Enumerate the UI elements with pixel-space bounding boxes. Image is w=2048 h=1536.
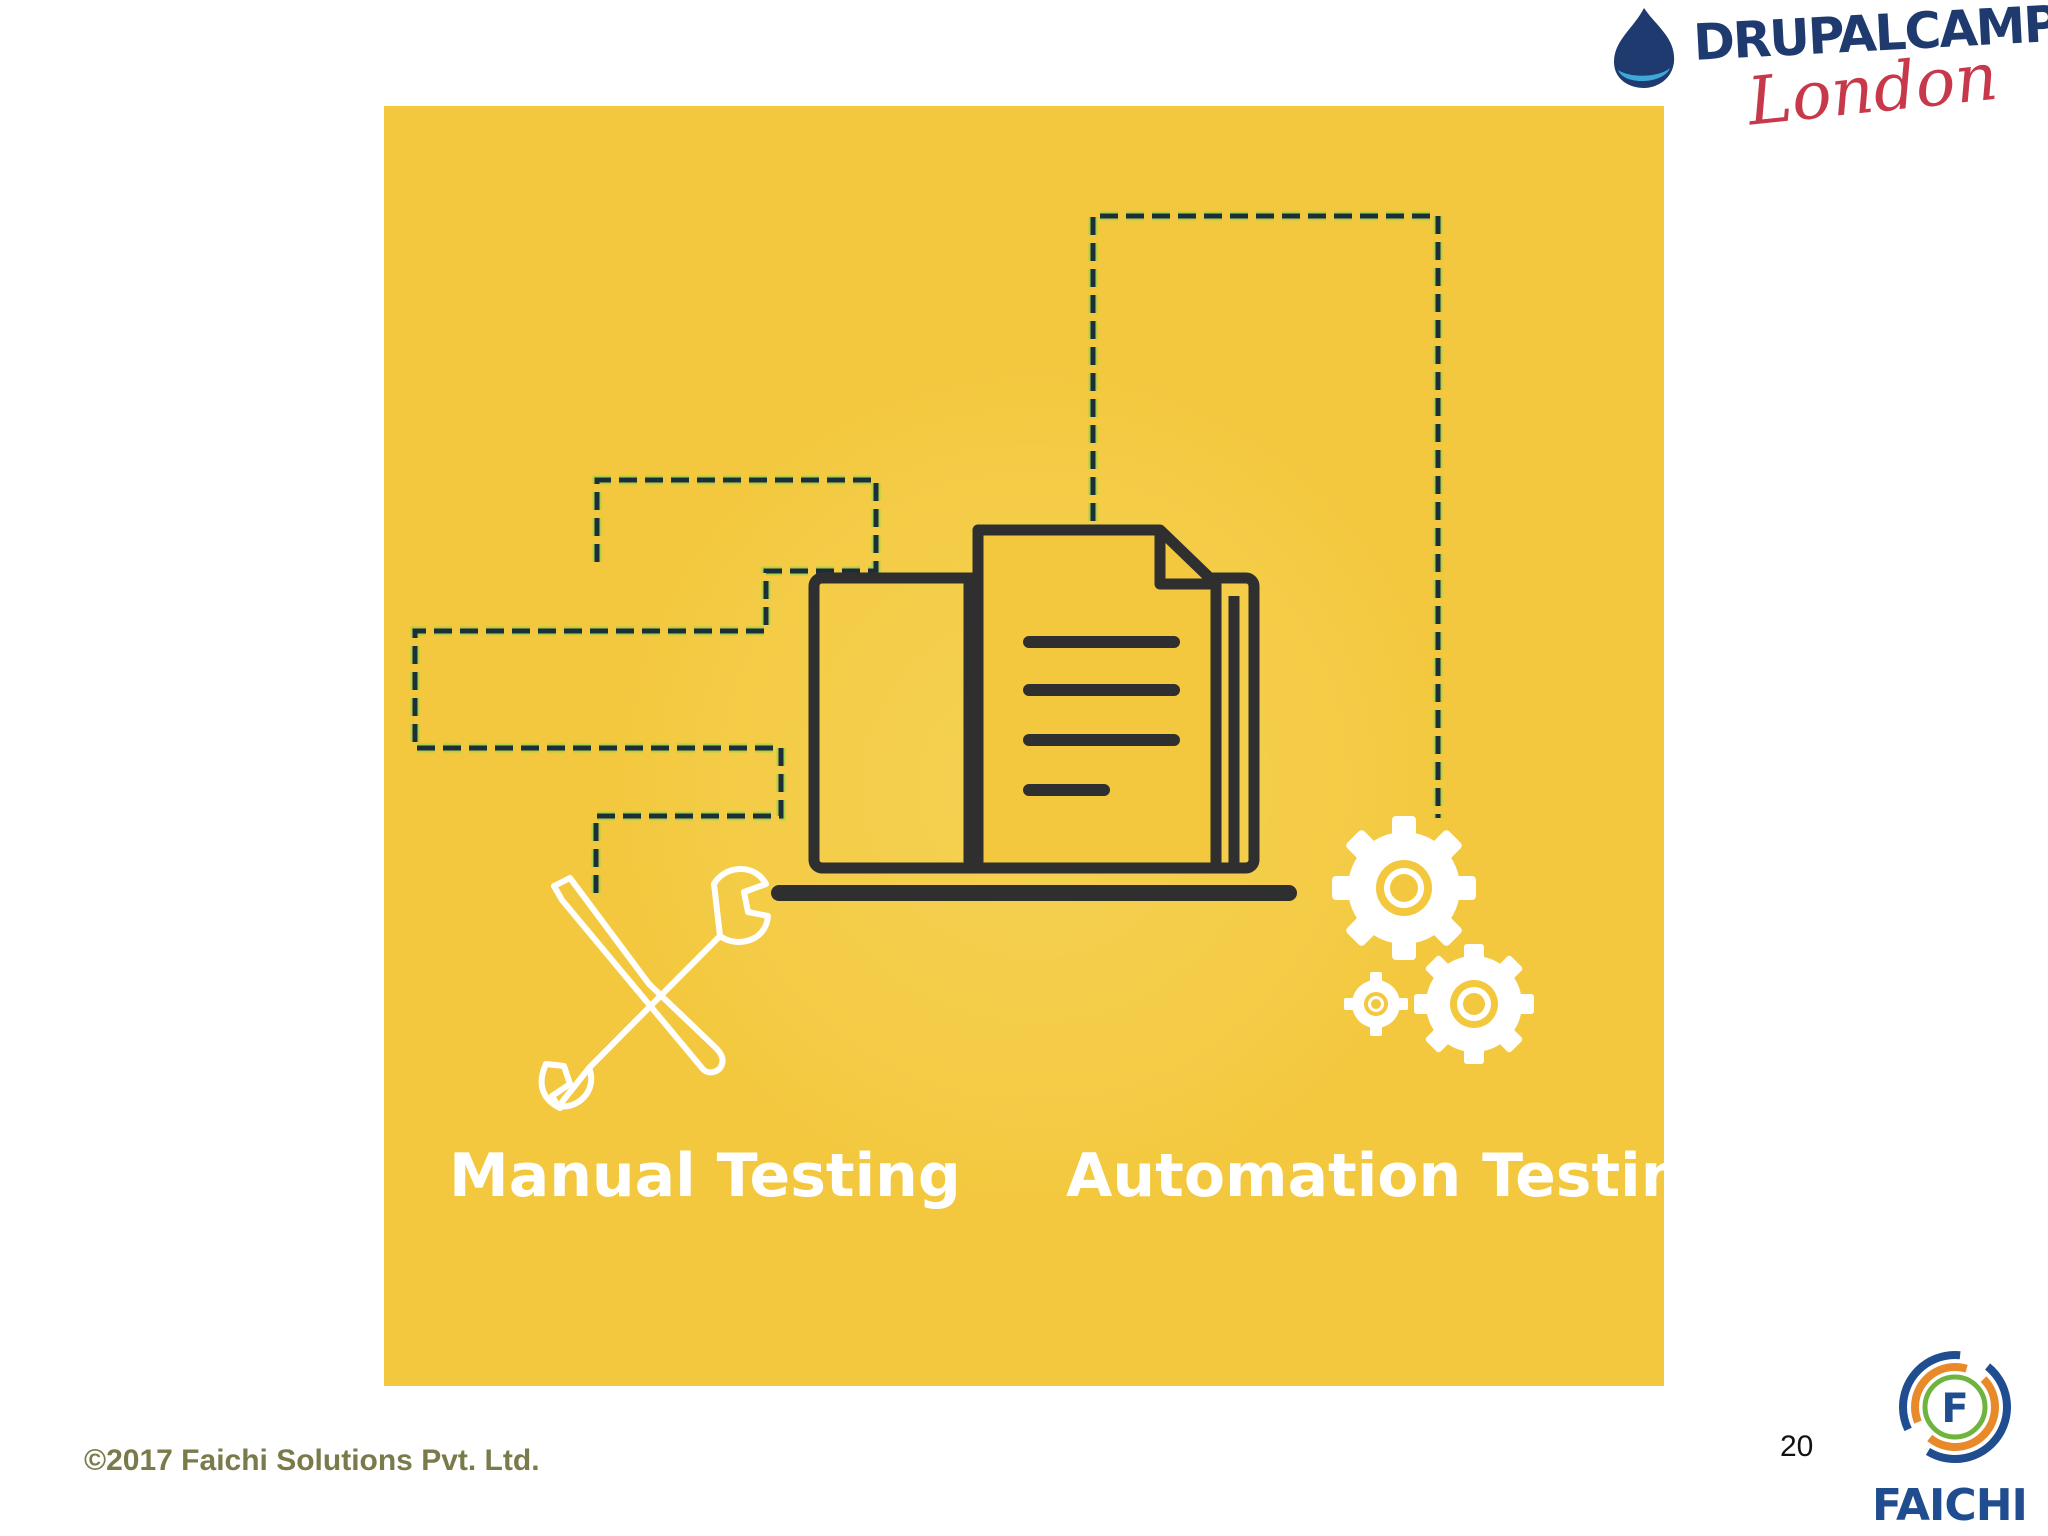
testing-illustration	[410, 211, 1534, 1256]
tools-icon	[538, 866, 771, 1111]
document-icon	[972, 524, 1240, 874]
document-lines	[1023, 636, 1180, 796]
faichi-logo: F FAICHI	[1870, 1340, 2040, 1531]
page-number: 20	[1780, 1430, 1814, 1463]
manual-testing-label: Manual Testing	[449, 1141, 961, 1211]
faichi-wordmark: FAICHI	[1872, 1480, 2028, 1531]
dashed-path-automation	[1088, 211, 1443, 818]
drupalcamp-logo: DRUPALCAMP London	[1604, 0, 2048, 144]
gear-icon	[1332, 816, 1534, 1064]
faichi-initial: F	[1941, 1386, 1968, 1432]
illustration-panel: Manual Testing Automation Testing	[384, 106, 1726, 1386]
faichi-logo-icon: F	[1899, 1351, 2011, 1463]
automation-testing-label: Automation Testing	[1066, 1141, 1727, 1211]
drupal-drop-icon	[1614, 8, 1675, 88]
dashed-path-manual	[410, 475, 881, 896]
copyright-text: ©2017 Faichi Solutions Pvt. Ltd.	[84, 1444, 540, 1477]
